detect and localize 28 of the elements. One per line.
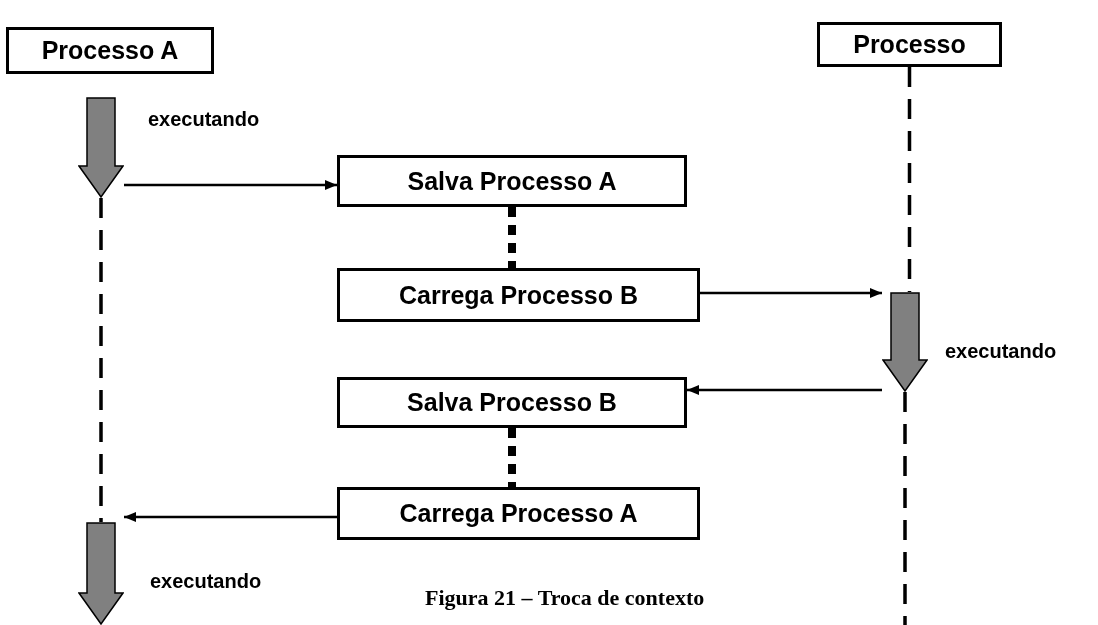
arrow	[700, 288, 882, 298]
block-arrow	[882, 292, 928, 392]
process-label: Salva Processo B	[407, 388, 617, 417]
arrow	[687, 385, 882, 395]
dashed-line	[99, 198, 103, 522]
process-box	[337, 487, 700, 540]
arrow	[124, 180, 337, 190]
process-box	[337, 377, 687, 428]
process-box	[337, 155, 687, 207]
arrow	[124, 512, 337, 522]
process-label: Salva Processo A	[407, 166, 617, 196]
caption: Figura 21 – Troca de contexto	[425, 585, 705, 611]
dashed-line	[508, 428, 516, 487]
process-label: Carrega Processo B	[399, 280, 638, 310]
state-label: executando	[148, 108, 260, 131]
process-label: Processo	[853, 30, 966, 59]
state-label: executando	[150, 570, 262, 593]
process-label: Processo A	[41, 36, 179, 65]
process-label: Carrega Processo A	[399, 499, 638, 528]
process-box	[337, 268, 700, 322]
process-box	[6, 27, 214, 74]
block-arrow	[78, 97, 124, 198]
process-box	[817, 22, 1002, 67]
dashed-line	[508, 207, 516, 268]
block-arrow	[78, 522, 124, 625]
state-label: executando	[945, 340, 1057, 363]
dashed-line	[903, 392, 907, 625]
dashed-line	[907, 67, 912, 292]
